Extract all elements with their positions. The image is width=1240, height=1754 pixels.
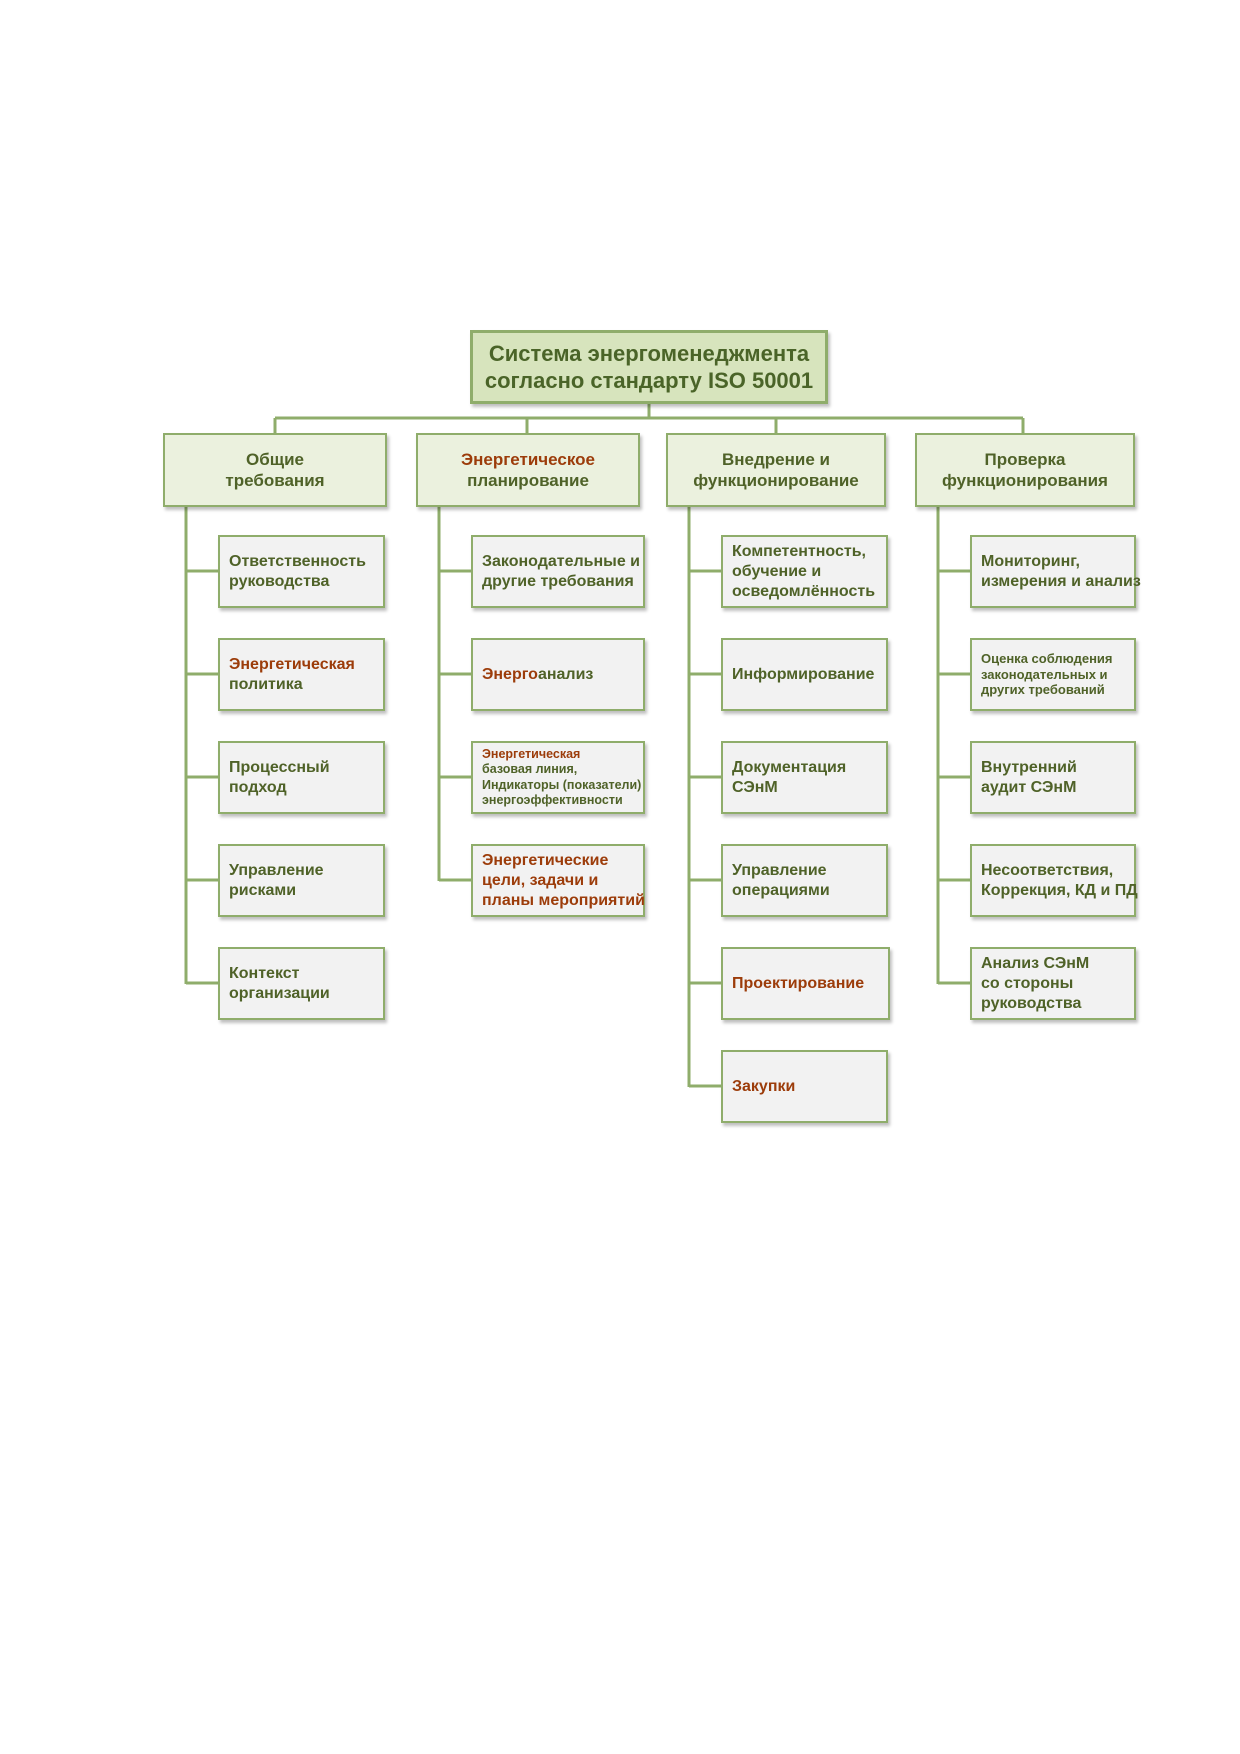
- item-line: Документация: [732, 758, 847, 776]
- item-line: Управление: [732, 861, 827, 879]
- item-line: Коррекция, КД и ПД: [981, 881, 1138, 899]
- category-title-line2: функционирования: [942, 471, 1108, 490]
- item-line: Индикаторы (показатели): [482, 777, 642, 792]
- category-implementation: Внедрение и функционирование: [666, 433, 886, 507]
- item-line: руководства: [981, 994, 1082, 1012]
- item-line: подход: [229, 778, 287, 796]
- category-title-line1: Проверка: [984, 449, 1066, 469]
- item-design: Проектирование: [721, 947, 890, 1020]
- category-title-line2: требования: [225, 471, 325, 490]
- item-monitoring: Мониторинг, измерения и анализ: [970, 535, 1141, 608]
- item-line-highlight: Закупки: [732, 1077, 796, 1095]
- item-risk-management: Управление рисками: [218, 844, 385, 917]
- item-documentation: Документация СЭнМ: [721, 741, 888, 814]
- item-line: аудит СЭнМ: [981, 778, 1077, 796]
- item-procurement: Закупки: [721, 1050, 888, 1123]
- item-line: других требований: [981, 682, 1105, 698]
- item-line: Процессный: [229, 758, 330, 776]
- item-competence: Компетентность, обучение и осведомлённос…: [721, 535, 888, 608]
- item-line: законодательных и: [981, 666, 1108, 682]
- item-line: Несоответствия,: [981, 861, 1114, 879]
- item-line: Законодательные и: [482, 552, 641, 570]
- category-title-line2: планирование: [467, 471, 589, 490]
- category-title-line2: функционирование: [693, 471, 859, 490]
- item-energy-baseline: Энергетическая базовая линия, Индикаторы…: [471, 741, 645, 814]
- item-line: СЭнМ: [732, 778, 778, 796]
- item-line: Оценка соблюдения: [981, 651, 1113, 667]
- item-line: Информирование: [732, 665, 875, 683]
- item-line-highlight: Энергетическая: [482, 747, 581, 761]
- item-line: осведомлённость: [732, 582, 876, 600]
- item-line: Внутренний: [981, 758, 1077, 776]
- root-title-line2: согласно стандарту ISO 50001: [484, 368, 814, 393]
- item-line: Энергоанализ: [482, 665, 593, 685]
- item-text: анализ: [537, 665, 594, 683]
- item-line-highlight: цели, задачи и: [482, 871, 599, 889]
- item-line: Управление: [229, 861, 324, 879]
- category-energy-planning: Энергетическое планирование: [416, 433, 640, 507]
- root-title-line1: Система энергоменеджмента: [488, 340, 810, 366]
- item-organization-context: Контекст организации: [218, 947, 385, 1020]
- item-line: Контекст: [229, 964, 300, 982]
- category-checking: Проверка функционирования: [915, 433, 1135, 507]
- item-management-review: Анализ СЭнМ со стороны руководства: [970, 947, 1136, 1020]
- root-node: Система энергоменеджмента согласно станд…: [470, 330, 828, 404]
- category-title-line1: Общие: [246, 449, 304, 469]
- item-compliance-evaluation: Оценка соблюдения законодательных и друг…: [970, 638, 1136, 711]
- item-line: организации: [229, 984, 330, 1002]
- item-line-highlight: Проектирование: [732, 974, 865, 992]
- item-line: операциями: [732, 881, 830, 899]
- item-line: Анализ СЭнМ: [981, 954, 1090, 972]
- item-line-highlight: Энергетические: [482, 851, 609, 869]
- item-line-highlight: Энергетическая: [229, 655, 355, 673]
- item-line: другие требования: [482, 572, 634, 590]
- item-energy-policy: Энергетическая политика: [218, 638, 385, 711]
- category-general-requirements: Общие требования: [163, 433, 387, 507]
- item-line: Мониторинг,: [981, 552, 1080, 570]
- category-title-line1: Энергетическое: [461, 449, 595, 469]
- item-nonconformities: Несоответствия, Коррекция, КД и ПД: [970, 844, 1138, 917]
- item-line: базовая линия,: [482, 762, 578, 777]
- item-line: энергоэффективности: [482, 792, 623, 807]
- item-internal-audit: Внутренний аудит СЭнМ: [970, 741, 1136, 814]
- item-line: измерения и анализ: [981, 572, 1141, 590]
- item-text-highlight: Энерго: [482, 665, 538, 683]
- item-energy-review: Энергоанализ: [471, 638, 645, 711]
- item-management-responsibility: Ответственность руководства: [218, 535, 385, 608]
- item-line-highlight: планы мероприятий: [482, 891, 645, 909]
- item-process-approach: Процессный подход: [218, 741, 385, 814]
- item-line: Компетентность,: [732, 542, 866, 560]
- item-line: рисками: [229, 881, 297, 899]
- item-line: руководства: [229, 572, 330, 590]
- item-line: со стороны: [981, 974, 1074, 992]
- item-energy-objectives: Энергетические цели, задачи и планы меро…: [471, 844, 645, 917]
- item-line: обучение и: [732, 562, 822, 580]
- item-legal-requirements: Законодательные и другие требования: [471, 535, 645, 608]
- item-communication: Информирование: [721, 638, 888, 711]
- category-title-line1: Внедрение и: [722, 449, 830, 469]
- item-operational-control: Управление операциями: [721, 844, 888, 917]
- item-line: Ответственность: [229, 552, 366, 570]
- item-line: политика: [229, 675, 303, 693]
